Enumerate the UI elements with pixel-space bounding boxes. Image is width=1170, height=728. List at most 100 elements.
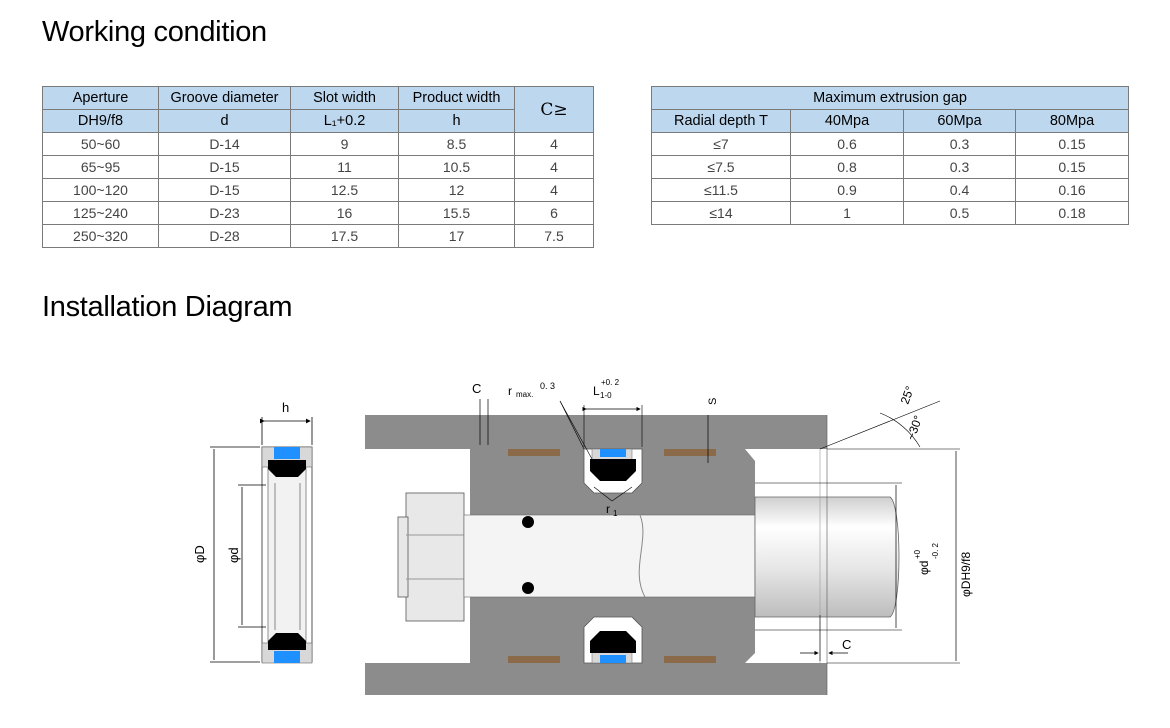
table-cell: 100~120 xyxy=(42,178,159,202)
label-phi-d-tol: φd xyxy=(917,561,931,575)
seal-groove-top xyxy=(583,448,643,494)
header-c: C≥ xyxy=(514,86,594,133)
table-cell: 4 xyxy=(514,178,594,202)
header-aperture: Aperture xyxy=(42,86,159,110)
label-phi-d: φd xyxy=(226,547,241,563)
table-cell: 12 xyxy=(398,178,515,202)
table-row: 100~120 D-15 12.5 12 4 xyxy=(42,178,594,202)
label-l1-sub: 1-0 xyxy=(600,391,612,400)
extrusion-gap-title: Maximum extrusion gap xyxy=(650,86,1130,110)
header-l1: L₁+0.2 xyxy=(290,109,399,133)
assembly-section xyxy=(365,415,900,695)
header-40mpa: 40Mpa xyxy=(790,109,904,133)
table-cell: 0.18 xyxy=(1014,201,1130,225)
table-cell: 65~95 xyxy=(42,155,159,179)
table-cell: 0.15 xyxy=(1014,155,1130,179)
label-r-max: r xyxy=(508,384,512,398)
table-cell: ≤7 xyxy=(651,132,791,156)
label-c-top: C xyxy=(472,381,481,396)
table-row: 250~320 D-28 17.5 17 7.5 xyxy=(42,224,594,248)
table-header-row: Aperture Groove diameter Slot width Prod… xyxy=(42,86,594,133)
table-cell: 17 xyxy=(398,224,515,248)
table-row: 65~95 D-15 11 10.5 4 xyxy=(42,155,594,179)
guide-ring-bottom-left xyxy=(508,656,560,663)
cylinder-wall-bottom xyxy=(365,663,827,695)
o-ring-lower xyxy=(522,582,534,594)
table-cell: 9 xyxy=(290,132,399,156)
label-angle-30: ~30° xyxy=(904,413,926,442)
table-cell: 4 xyxy=(514,132,594,156)
table-header-row: Radial depth T 40Mpa 60Mpa 80Mpa xyxy=(651,109,1130,133)
table-cell: 0.4 xyxy=(903,178,1016,202)
table-cell: 6 xyxy=(514,201,594,225)
header-d: d xyxy=(158,109,291,133)
label-phi-D: φD xyxy=(192,545,207,563)
table-header-row: DH9/f8 d L₁+0.2 h xyxy=(42,109,594,133)
table-row: 50~60 D-14 9 8.5 4 xyxy=(42,132,594,156)
table-cell: ≤7.5 xyxy=(651,155,791,179)
header-h: h xyxy=(398,109,515,133)
extrusion-gap-table: Maximum extrusion gap Radial depth T 40M… xyxy=(650,86,1130,225)
label-phi-dh9-f8: φDH9/f8 xyxy=(959,552,973,597)
table-row: 125~240 D-23 16 15.5 6 xyxy=(42,201,594,225)
table-cell: 0.6 xyxy=(790,132,904,156)
label-r-max-value: 0. 3 xyxy=(540,381,555,391)
label-r1: r xyxy=(606,502,610,516)
table-cell: 15.5 xyxy=(398,201,515,225)
header-80mpa: 80Mpa xyxy=(1014,109,1130,133)
label-angle-25: 25° xyxy=(898,384,917,406)
table-row: ≤11.5 0.9 0.4 0.16 xyxy=(651,178,1130,202)
cylinder-wall-top xyxy=(365,415,827,449)
guide-ring-top-right xyxy=(664,449,716,456)
table-cell: 0.5 xyxy=(903,201,1016,225)
table-cell: 7.5 xyxy=(514,224,594,248)
seal-bottom-profile xyxy=(261,633,313,664)
header-dh9-f8: DH9/f8 xyxy=(42,109,159,133)
table-cell: 0.8 xyxy=(790,155,904,179)
table-cell: ≤11.5 xyxy=(651,178,791,202)
label-s: S xyxy=(707,398,719,405)
table-cell: 125~240 xyxy=(42,201,159,225)
label-r-max-sub: max. xyxy=(516,390,533,399)
label-phi-d-tol-sup: +0 xyxy=(913,549,922,559)
label-h: h xyxy=(282,400,289,415)
table-row: ≤7.5 0.8 0.3 0.15 xyxy=(651,155,1130,179)
table-cell: 8.5 xyxy=(398,132,515,156)
table-cell: 0.16 xyxy=(1014,178,1130,202)
table-cell: 16 xyxy=(290,201,399,225)
header-slot-width: Slot width xyxy=(290,86,399,110)
seal-groove-bottom xyxy=(583,616,643,664)
table-cell: D-15 xyxy=(158,155,291,179)
label-c-bottom: C xyxy=(842,637,851,652)
label-l1-sup: +0. 2 xyxy=(601,378,620,387)
table-row: ≤14 1 0.5 0.18 xyxy=(651,201,1130,225)
table-cell: 17.5 xyxy=(290,224,399,248)
o-ring-upper xyxy=(522,516,534,528)
table-cell: 0.3 xyxy=(903,132,1016,156)
header-60mpa: 60Mpa xyxy=(903,109,1016,133)
table-cell: 0.15 xyxy=(1014,132,1130,156)
label-l1: L xyxy=(593,384,600,398)
guide-ring-top-left xyxy=(508,449,560,456)
guide-ring-bottom-right xyxy=(664,656,716,663)
seal-front-view: h φD φd xyxy=(192,400,313,664)
table-cell: ≤14 xyxy=(651,201,791,225)
label-phi-d-tol-sub: -0. 2 xyxy=(931,542,940,559)
working-condition-heading: Working condition xyxy=(42,16,267,48)
label-r1-sub: 1 xyxy=(613,509,618,518)
table-cell: D-28 xyxy=(158,224,291,248)
seal-top-profile xyxy=(261,446,313,477)
table-cell: D-14 xyxy=(158,132,291,156)
installation-diagram: h φD φd xyxy=(192,378,973,695)
header-product-width: Product width xyxy=(398,86,515,110)
header-radial-depth: Radial depth T xyxy=(651,109,791,133)
working-condition-table: Aperture Groove diameter Slot width Prod… xyxy=(42,86,594,248)
table-cell: D-15 xyxy=(158,178,291,202)
nut xyxy=(397,492,465,622)
table-title-row: Maximum extrusion gap xyxy=(650,86,1130,110)
table-cell: 0.3 xyxy=(903,155,1016,179)
header-groove-diameter: Groove diameter xyxy=(158,86,291,110)
table-cell: 4 xyxy=(514,155,594,179)
installation-diagram-heading: Installation Diagram xyxy=(42,291,293,323)
table-cell: 0.9 xyxy=(790,178,904,202)
